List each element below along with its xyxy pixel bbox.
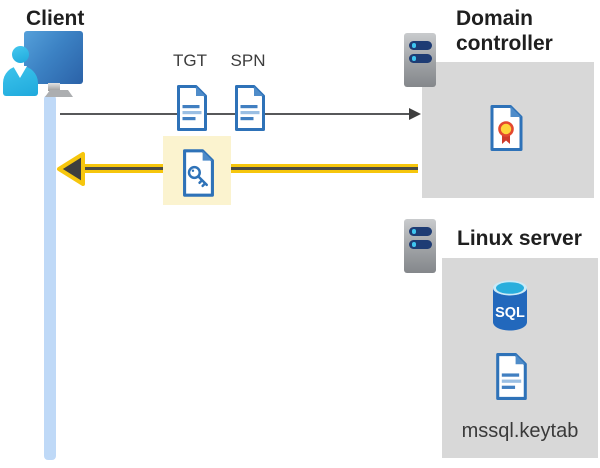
tgt-document-icon (177, 85, 207, 131)
domain-controller-server-icon (404, 33, 436, 87)
response-arrowhead-icon (57, 152, 85, 186)
certificate-document-icon (490, 105, 523, 151)
user-icon (12, 46, 29, 63)
sql-database-icon: SQL (493, 280, 527, 331)
keytab-filename: mssql.keytab (461, 420, 579, 442)
sql-badge-text: SQL (495, 305, 525, 321)
monitor-stand-icon (48, 83, 60, 91)
response-arrow (64, 164, 418, 173)
client-title: Client (26, 7, 85, 30)
key-document-icon (183, 149, 214, 197)
linux-server-icon (404, 219, 436, 273)
spn-label: SPN (230, 51, 266, 70)
spn-document-icon (235, 85, 265, 131)
user-collar-icon (13, 66, 27, 78)
domain-controller-title: Domain controller (456, 7, 553, 55)
linux-server-title: Linux server (457, 227, 582, 250)
tgt-label: TGT (173, 51, 207, 70)
request-arrowhead-icon (409, 108, 421, 120)
keytab-document-icon (496, 353, 527, 400)
monitor-stand-base-icon (45, 90, 73, 97)
client-timeline-bar (44, 95, 56, 460)
